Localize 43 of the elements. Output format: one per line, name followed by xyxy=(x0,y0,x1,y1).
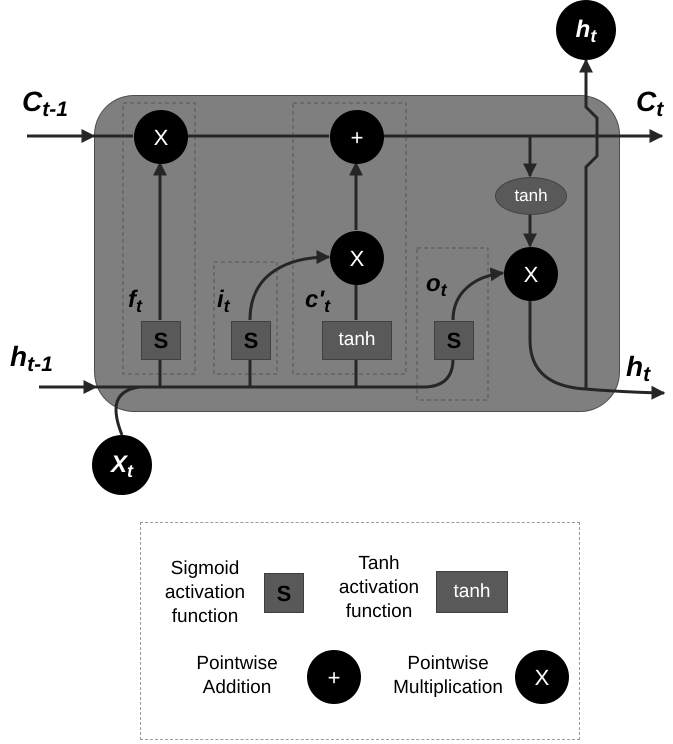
edge-label: o$_{t}$ xyxy=(426,272,447,296)
sigmoid-box: S xyxy=(434,321,474,360)
legend-panel xyxy=(140,522,580,740)
arrow xyxy=(579,58,598,389)
arrow xyxy=(349,162,363,230)
variable-label: h$_{t-1}$ xyxy=(10,343,68,387)
arrow xyxy=(27,129,96,143)
connector-line xyxy=(96,386,135,388)
sigmoid-box: S xyxy=(141,321,181,360)
arrow xyxy=(530,129,664,143)
legend-description: Pointwise Multiplication xyxy=(392,652,504,700)
arrow xyxy=(586,386,666,400)
variable-label: C$_{t}$ xyxy=(636,88,673,136)
sigmoid-box: S xyxy=(264,573,304,613)
tanh-box: tanh xyxy=(322,321,392,360)
sigmoid-box: S xyxy=(231,321,271,360)
edge-label: c'$_{t}$ xyxy=(305,288,330,312)
lstm-cell-box xyxy=(94,95,620,412)
connector-line xyxy=(135,358,454,388)
variable-label: h$_{t}$ xyxy=(626,353,670,393)
variable-label: C$_{t-1}$ xyxy=(22,88,80,136)
arrow xyxy=(248,250,330,320)
arrow xyxy=(452,268,504,320)
connector-line xyxy=(114,386,140,436)
legend-description: Pointwise Addition xyxy=(195,652,279,700)
connector-line xyxy=(354,359,358,387)
legend-description: Tanh activation function xyxy=(338,552,420,624)
connector-line xyxy=(248,359,252,387)
arrow xyxy=(153,162,167,320)
arrow xyxy=(523,136,537,178)
arrow xyxy=(39,380,98,394)
legend-description: Sigmoid activation function xyxy=(164,557,246,629)
tanh-ellipse: tanh xyxy=(495,177,567,215)
arrow xyxy=(523,214,537,248)
connector-line xyxy=(187,134,329,138)
connector-line xyxy=(94,134,133,138)
connector-line xyxy=(158,359,162,387)
connector-line xyxy=(383,134,530,138)
connector-line xyxy=(354,284,358,320)
edge-label: i$_{t}$ xyxy=(217,288,230,312)
edge-label: f$_{t}$ xyxy=(128,288,142,312)
tanh-box: tanh xyxy=(436,571,508,613)
connector-line xyxy=(528,300,586,390)
